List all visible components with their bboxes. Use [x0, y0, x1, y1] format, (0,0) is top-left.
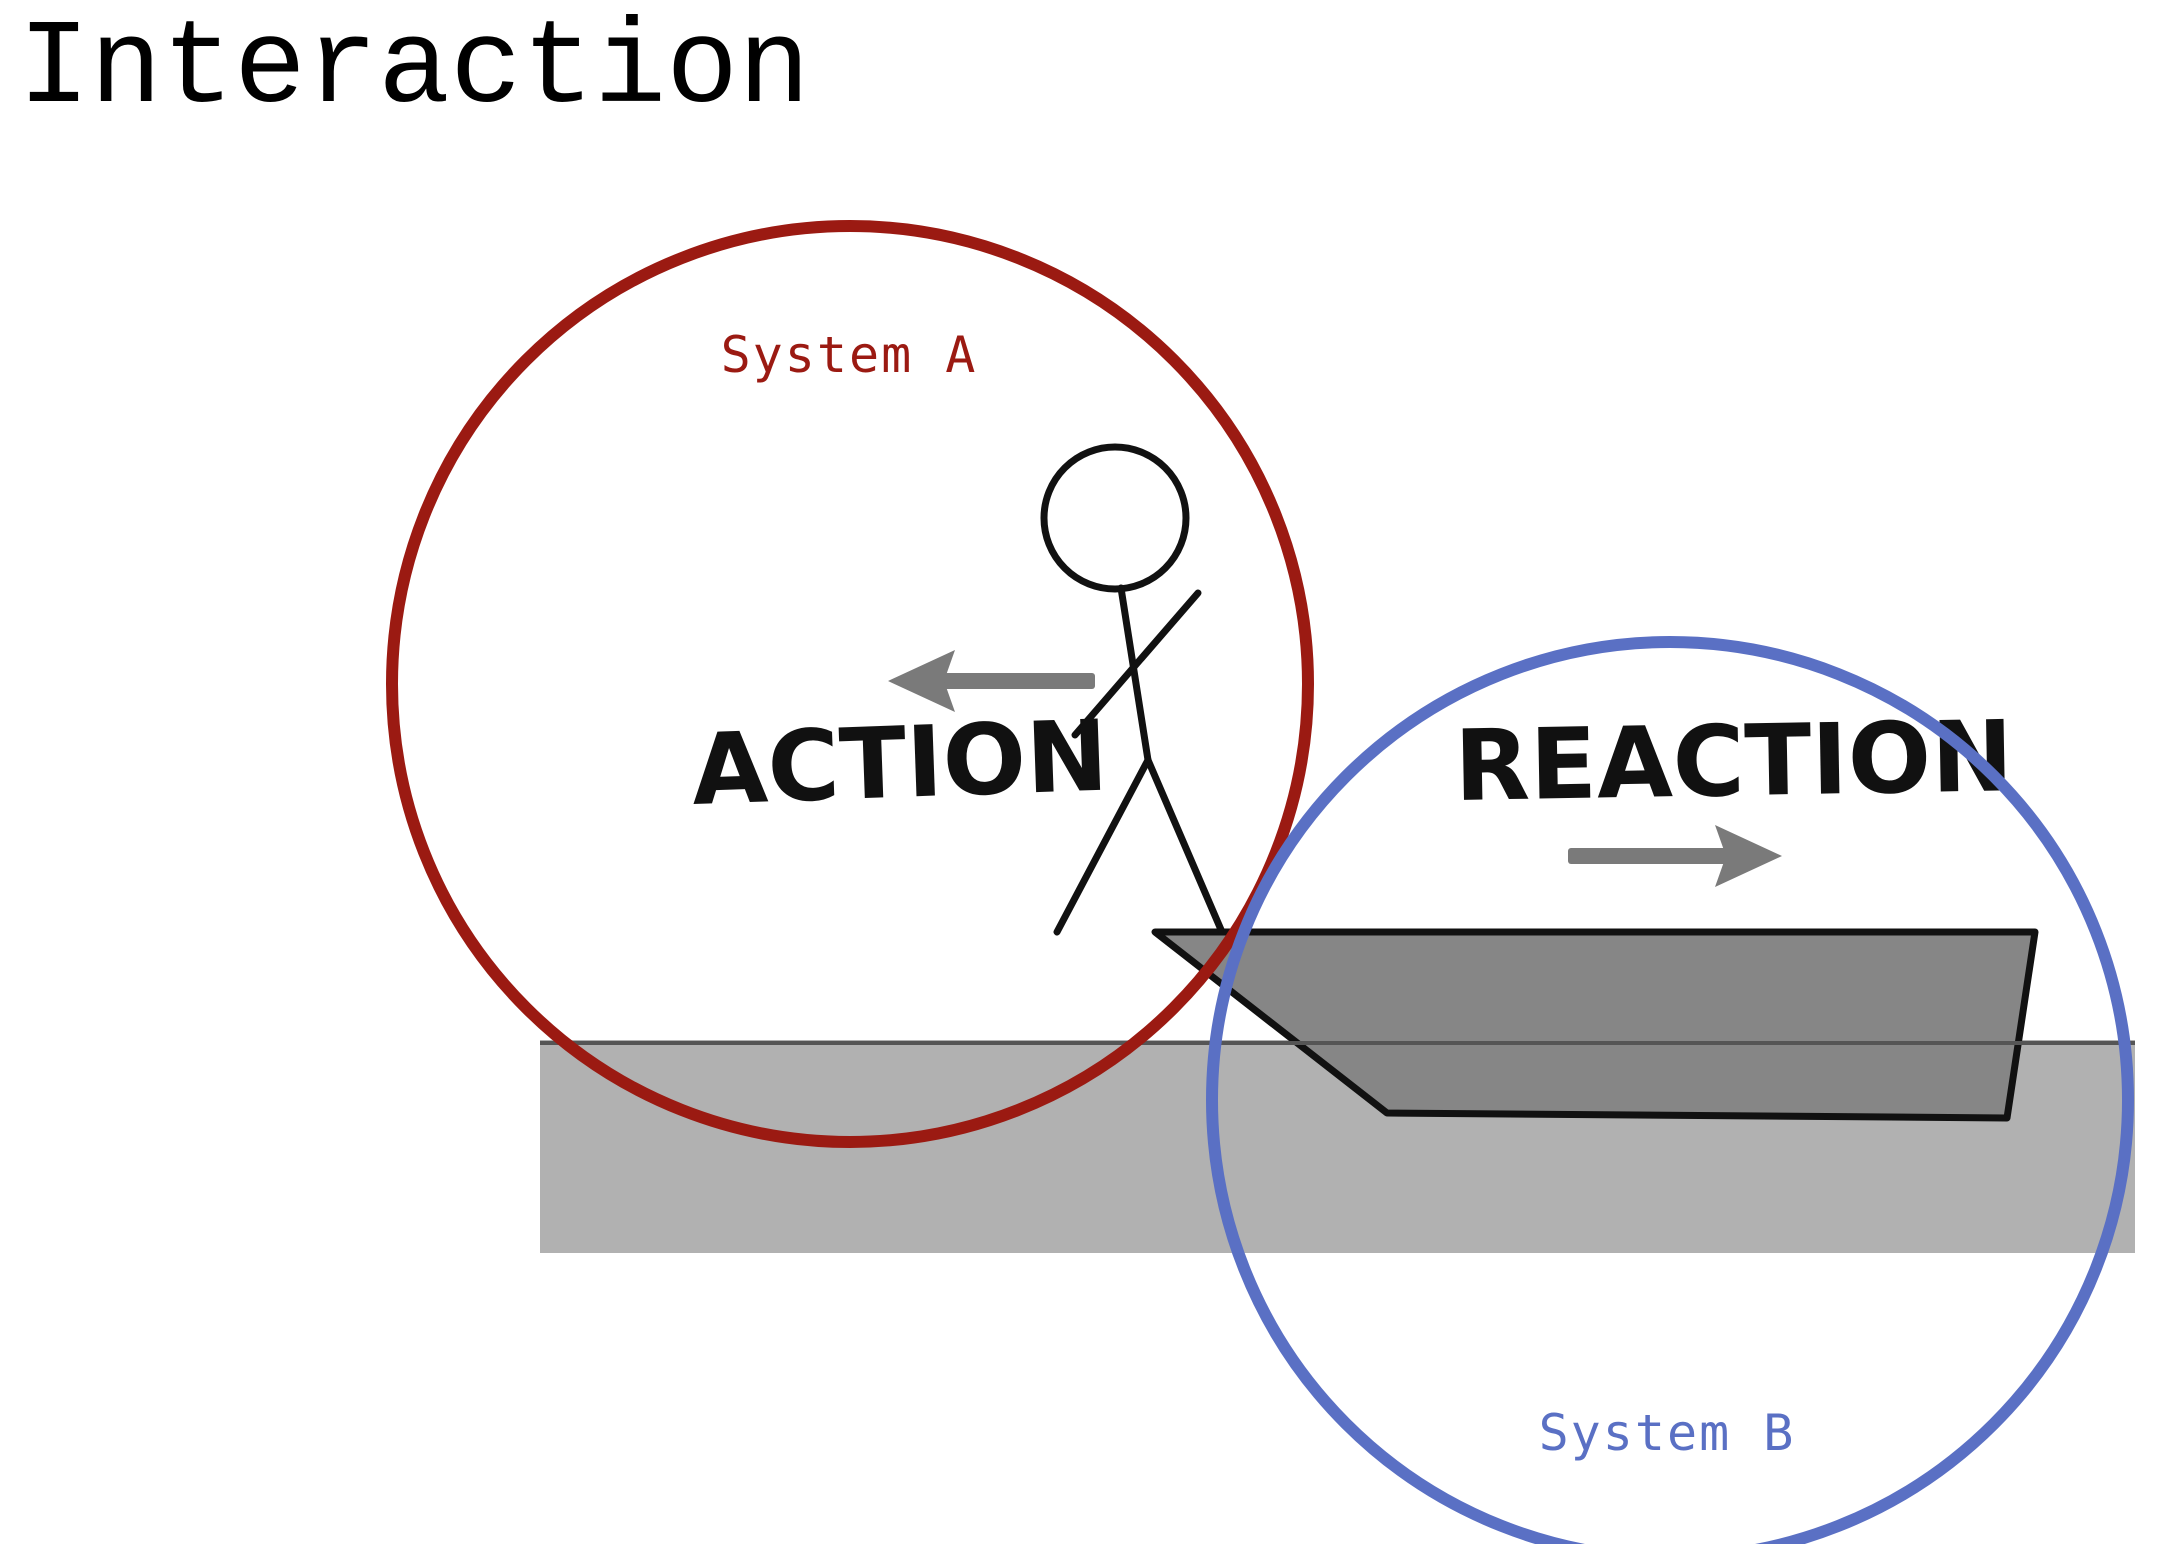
action-label: ACTION	[690, 700, 1110, 828]
system-b-label: System B	[1539, 1404, 1796, 1462]
stick-figure-icon	[1040, 443, 1226, 936]
boat-icon	[1151, 928, 2039, 1122]
system-a-circle	[386, 220, 1314, 1148]
system-b-circle	[1206, 636, 2134, 1544]
arrow-left-icon	[888, 650, 1095, 712]
arrow-right-icon	[1568, 825, 1782, 887]
system-a-label: System A	[721, 326, 978, 384]
page-title: Interaction	[18, 2, 811, 138]
